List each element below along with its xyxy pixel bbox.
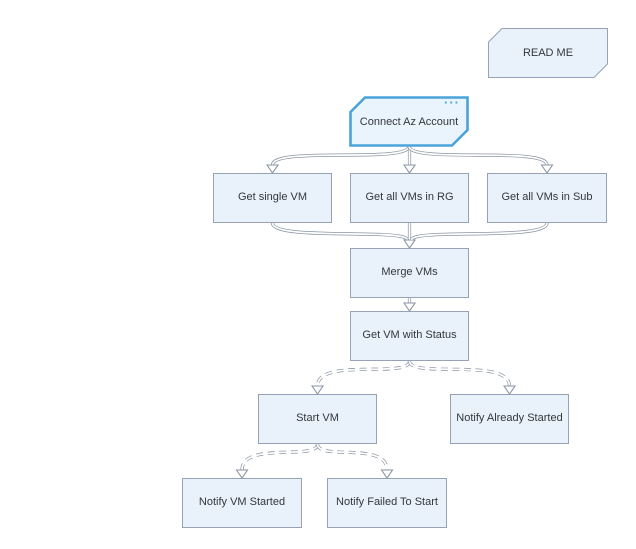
node-label: Notify Failed To Start — [336, 496, 438, 509]
node-notify-vm-started[interactable]: Notify VM Started — [182, 478, 302, 528]
arrowhead — [402, 239, 417, 249]
edge-merge-vms-to-get-vm-with-status[interactable] — [402, 298, 417, 312]
card-shape — [488, 28, 608, 78]
arrowhead — [502, 385, 517, 395]
arrowhead — [402, 164, 417, 174]
node-label: Connect Az Account — [359, 115, 459, 128]
node-label: Get VM with Status — [362, 329, 457, 342]
node-label: Notify Already Started — [456, 412, 563, 425]
arrowhead — [235, 469, 249, 479]
edge-get-vm-with-status-to-start-vm[interactable] — [310, 360, 412, 395]
arrowhead — [540, 164, 554, 174]
node-label: Start VM — [296, 412, 339, 425]
edge-start-vm-to-notify-failed-to-start[interactable] — [315, 443, 394, 479]
node-context-menu-icon[interactable]: ··· — [444, 95, 460, 110]
node-label: READ ME — [522, 47, 574, 59]
arrowhead — [402, 302, 417, 312]
node-label: Get single VM — [237, 191, 308, 204]
node-label: Merge VMs — [381, 266, 438, 279]
edge-get-all-vms-rg-to-merge-vms[interactable] — [402, 223, 417, 249]
node-get-single-vm[interactable]: Get single VM — [213, 173, 332, 223]
node-notify-already-started[interactable]: Notify Already Started — [450, 394, 569, 444]
arrowhead — [380, 469, 394, 479]
node-get-all-vms-in-sub[interactable]: Get all VMs in Sub — [487, 173, 607, 223]
node-label: Notify VM Started — [198, 496, 286, 509]
edge-get-vm-with-status-to-notify-already-started[interactable] — [407, 360, 517, 395]
node-merge-vms[interactable]: Merge VMs — [350, 248, 469, 298]
node-label: Get all VMs in RG — [365, 191, 454, 204]
node-get-all-vms-in-rg[interactable]: Get all VMs in RG — [350, 173, 469, 223]
card-shape-selected — [349, 96, 469, 147]
node-label: Get all VMs in Sub — [501, 191, 593, 204]
node-get-vm-with-status[interactable]: Get VM with Status — [350, 311, 469, 361]
arrowhead — [310, 385, 325, 395]
node-read-me[interactable]: READ ME — [488, 28, 608, 78]
edge-start-vm-to-notify-vm-started[interactable] — [235, 443, 320, 479]
edge-get-single-vm-to-merge-vms[interactable] — [270, 222, 410, 242]
node-connect-az-account[interactable]: Connect Az Account ··· — [349, 96, 469, 147]
edge-get-all-vms-sub-to-merge-vms[interactable] — [409, 222, 549, 242]
edge-connect-az-to-get-all-vms-sub[interactable] — [407, 145, 554, 174]
edge-connect-az-to-get-single-vm[interactable] — [265, 145, 411, 174]
arrowhead — [265, 164, 280, 174]
node-start-vm[interactable]: Start VM — [258, 394, 377, 444]
node-notify-failed-to-start[interactable]: Notify Failed To Start — [327, 478, 447, 528]
